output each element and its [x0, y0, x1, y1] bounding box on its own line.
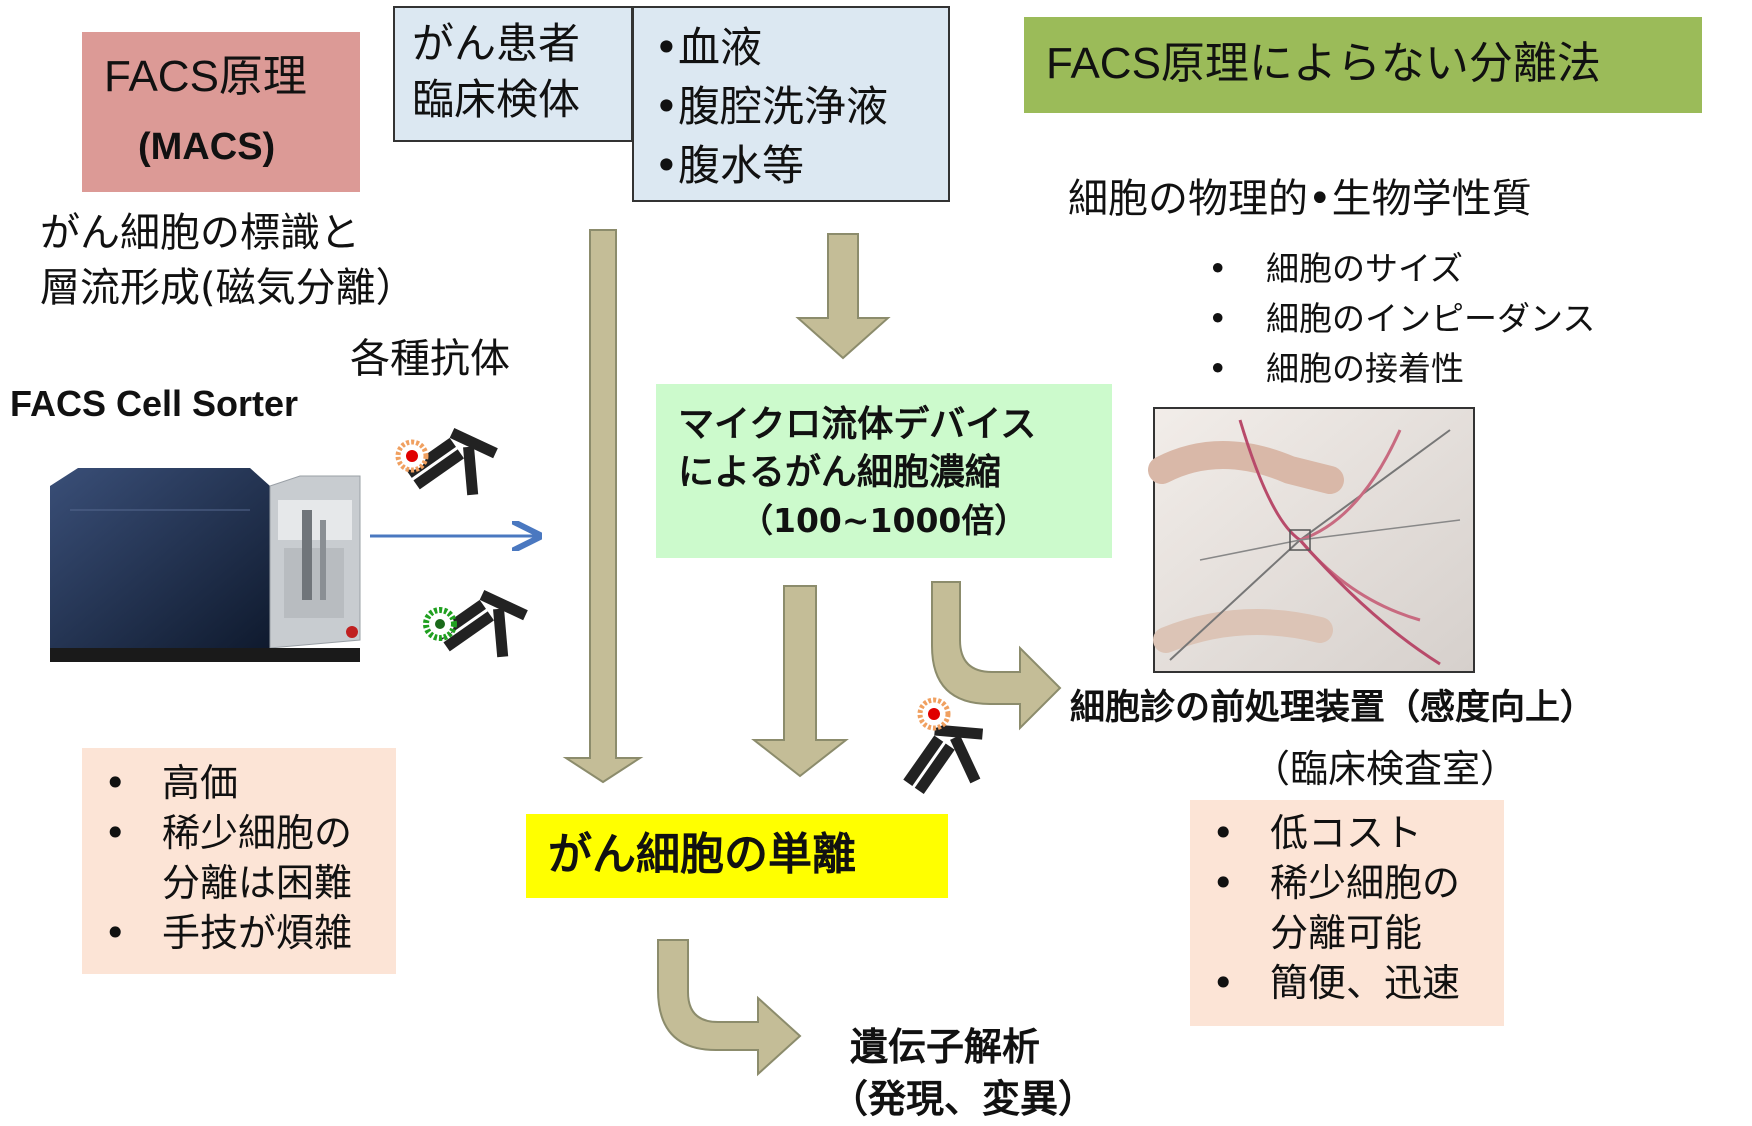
non-facs-title: FACS原理によらない分離法	[1046, 39, 1601, 88]
facs-con-item: 手技が煩雑	[90, 908, 352, 958]
pretreatment-line2: （臨床検査室）	[1252, 747, 1519, 791]
gene-analysis-line2: （発現、変異）	[830, 1077, 1097, 1121]
pretreatment-pro-item: 簡便、迅速	[1198, 958, 1460, 1008]
sample-type-item: 腹腔洗浄液	[654, 77, 888, 136]
pretreatment-pros-list: 低コスト 稀少細胞の 分離可能 簡便、迅速	[1198, 808, 1460, 1008]
facs-sorter-label: FACS Cell Sorter	[10, 383, 299, 424]
facs-desc-line1: がん細胞の標識と	[40, 210, 360, 256]
sample-type-item: 腹水等	[654, 136, 888, 195]
microfluidic-line2: によるがん細胞濃縮	[678, 452, 1001, 493]
curved-arrow-analysis	[657, 939, 802, 1077]
facs-sorter-image	[50, 468, 361, 662]
cell-property-item: 細胞のインピーダンス	[1194, 294, 1595, 344]
cancer-cell-isolation-label: がん細胞の単離	[548, 829, 856, 880]
sample-types-list: 血液 腹腔洗浄液 腹水等	[654, 18, 888, 195]
facs-principle-box	[82, 32, 360, 192]
microfluidic-line3: （100~1000倍）	[740, 501, 1028, 540]
antibody-icon	[903, 724, 984, 795]
microfluidic-box	[656, 384, 1112, 558]
antibodies-label: 各種抗体	[350, 336, 510, 382]
down-arrow-long	[562, 229, 644, 784]
sample-source-line2: 臨床検体	[412, 75, 581, 124]
facs-cons-list: 高価 稀少細胞の 分離は困難 手技が煩雑	[90, 758, 352, 958]
facs-con-item: 高価	[90, 758, 352, 808]
pretreatment-line1: 細胞診の前処理装置（感度向上）	[1070, 688, 1596, 728]
sample-type-item: 血液	[654, 18, 888, 77]
facs-con-item: 稀少細胞の	[90, 808, 352, 858]
pretreatment-pro-item: 稀少細胞の	[1198, 858, 1460, 908]
cell-property-item: 細胞の接着性	[1194, 344, 1595, 394]
non-facs-box	[1024, 17, 1702, 113]
facs-con-item: 分離は困難	[162, 861, 353, 905]
cell-properties-list: 細胞のサイズ 細胞のインピーダンス 細胞の接着性	[1194, 244, 1595, 394]
microfluidic-line1: マイクロ流体デバイス	[678, 404, 1037, 445]
facs-principle-subtitle: (MACS)	[138, 126, 276, 168]
gene-analysis-line1: 遺伝子解析	[850, 1025, 1041, 1069]
curved-arrow-pretreatment	[931, 581, 1062, 731]
pretreatment-pro-item: 分離可能	[1270, 911, 1423, 955]
sample-source-line1: がん患者	[412, 19, 581, 68]
facs-desc-line2: 層流形成(磁気分離）	[40, 265, 416, 311]
cancer-cell-isolation-box	[526, 814, 948, 898]
pretreatment-pro-item: 低コスト	[1198, 808, 1460, 858]
facs-principle-title: FACS原理	[104, 52, 307, 101]
microfluidic-device-photo	[1148, 407, 1475, 673]
down-arrow-samples	[795, 233, 891, 360]
cell-property-item: 細胞のサイズ	[1194, 244, 1595, 294]
cell-properties-title: 細胞の物理的•生物学性質	[1068, 176, 1532, 222]
down-arrow-micro	[751, 585, 849, 778]
